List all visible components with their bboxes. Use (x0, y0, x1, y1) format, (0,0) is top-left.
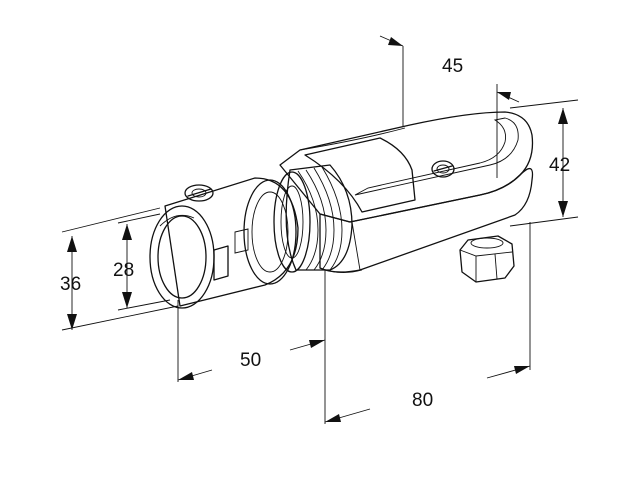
threaded-collar (273, 164, 353, 273)
dim-label-45: 45 (442, 56, 463, 77)
screw-sleeve (184, 184, 214, 202)
dim-label-36: 36 (60, 274, 81, 295)
dimension-length-sleeve: 50 (177, 270, 326, 424)
dim-label-28: 28 (113, 260, 134, 281)
nut-bottom (459, 235, 515, 283)
dimension-width-top: 45 (379, 35, 520, 178)
dim-label-50: 50 (240, 350, 261, 371)
dimension-length-total: 80 (324, 222, 531, 423)
screw-top (431, 160, 455, 178)
dimension-height-right: 42 (509, 99, 579, 227)
tube-sleeve (164, 177, 299, 307)
dimension-inner-diameter: 28 (113, 213, 171, 311)
dim-label-42: 42 (549, 155, 570, 176)
dimension-outer-diameter: 36 (60, 207, 179, 331)
dim-label-80: 80 (412, 390, 433, 411)
tube-mouth (149, 205, 215, 309)
clamp-housing (279, 111, 534, 273)
